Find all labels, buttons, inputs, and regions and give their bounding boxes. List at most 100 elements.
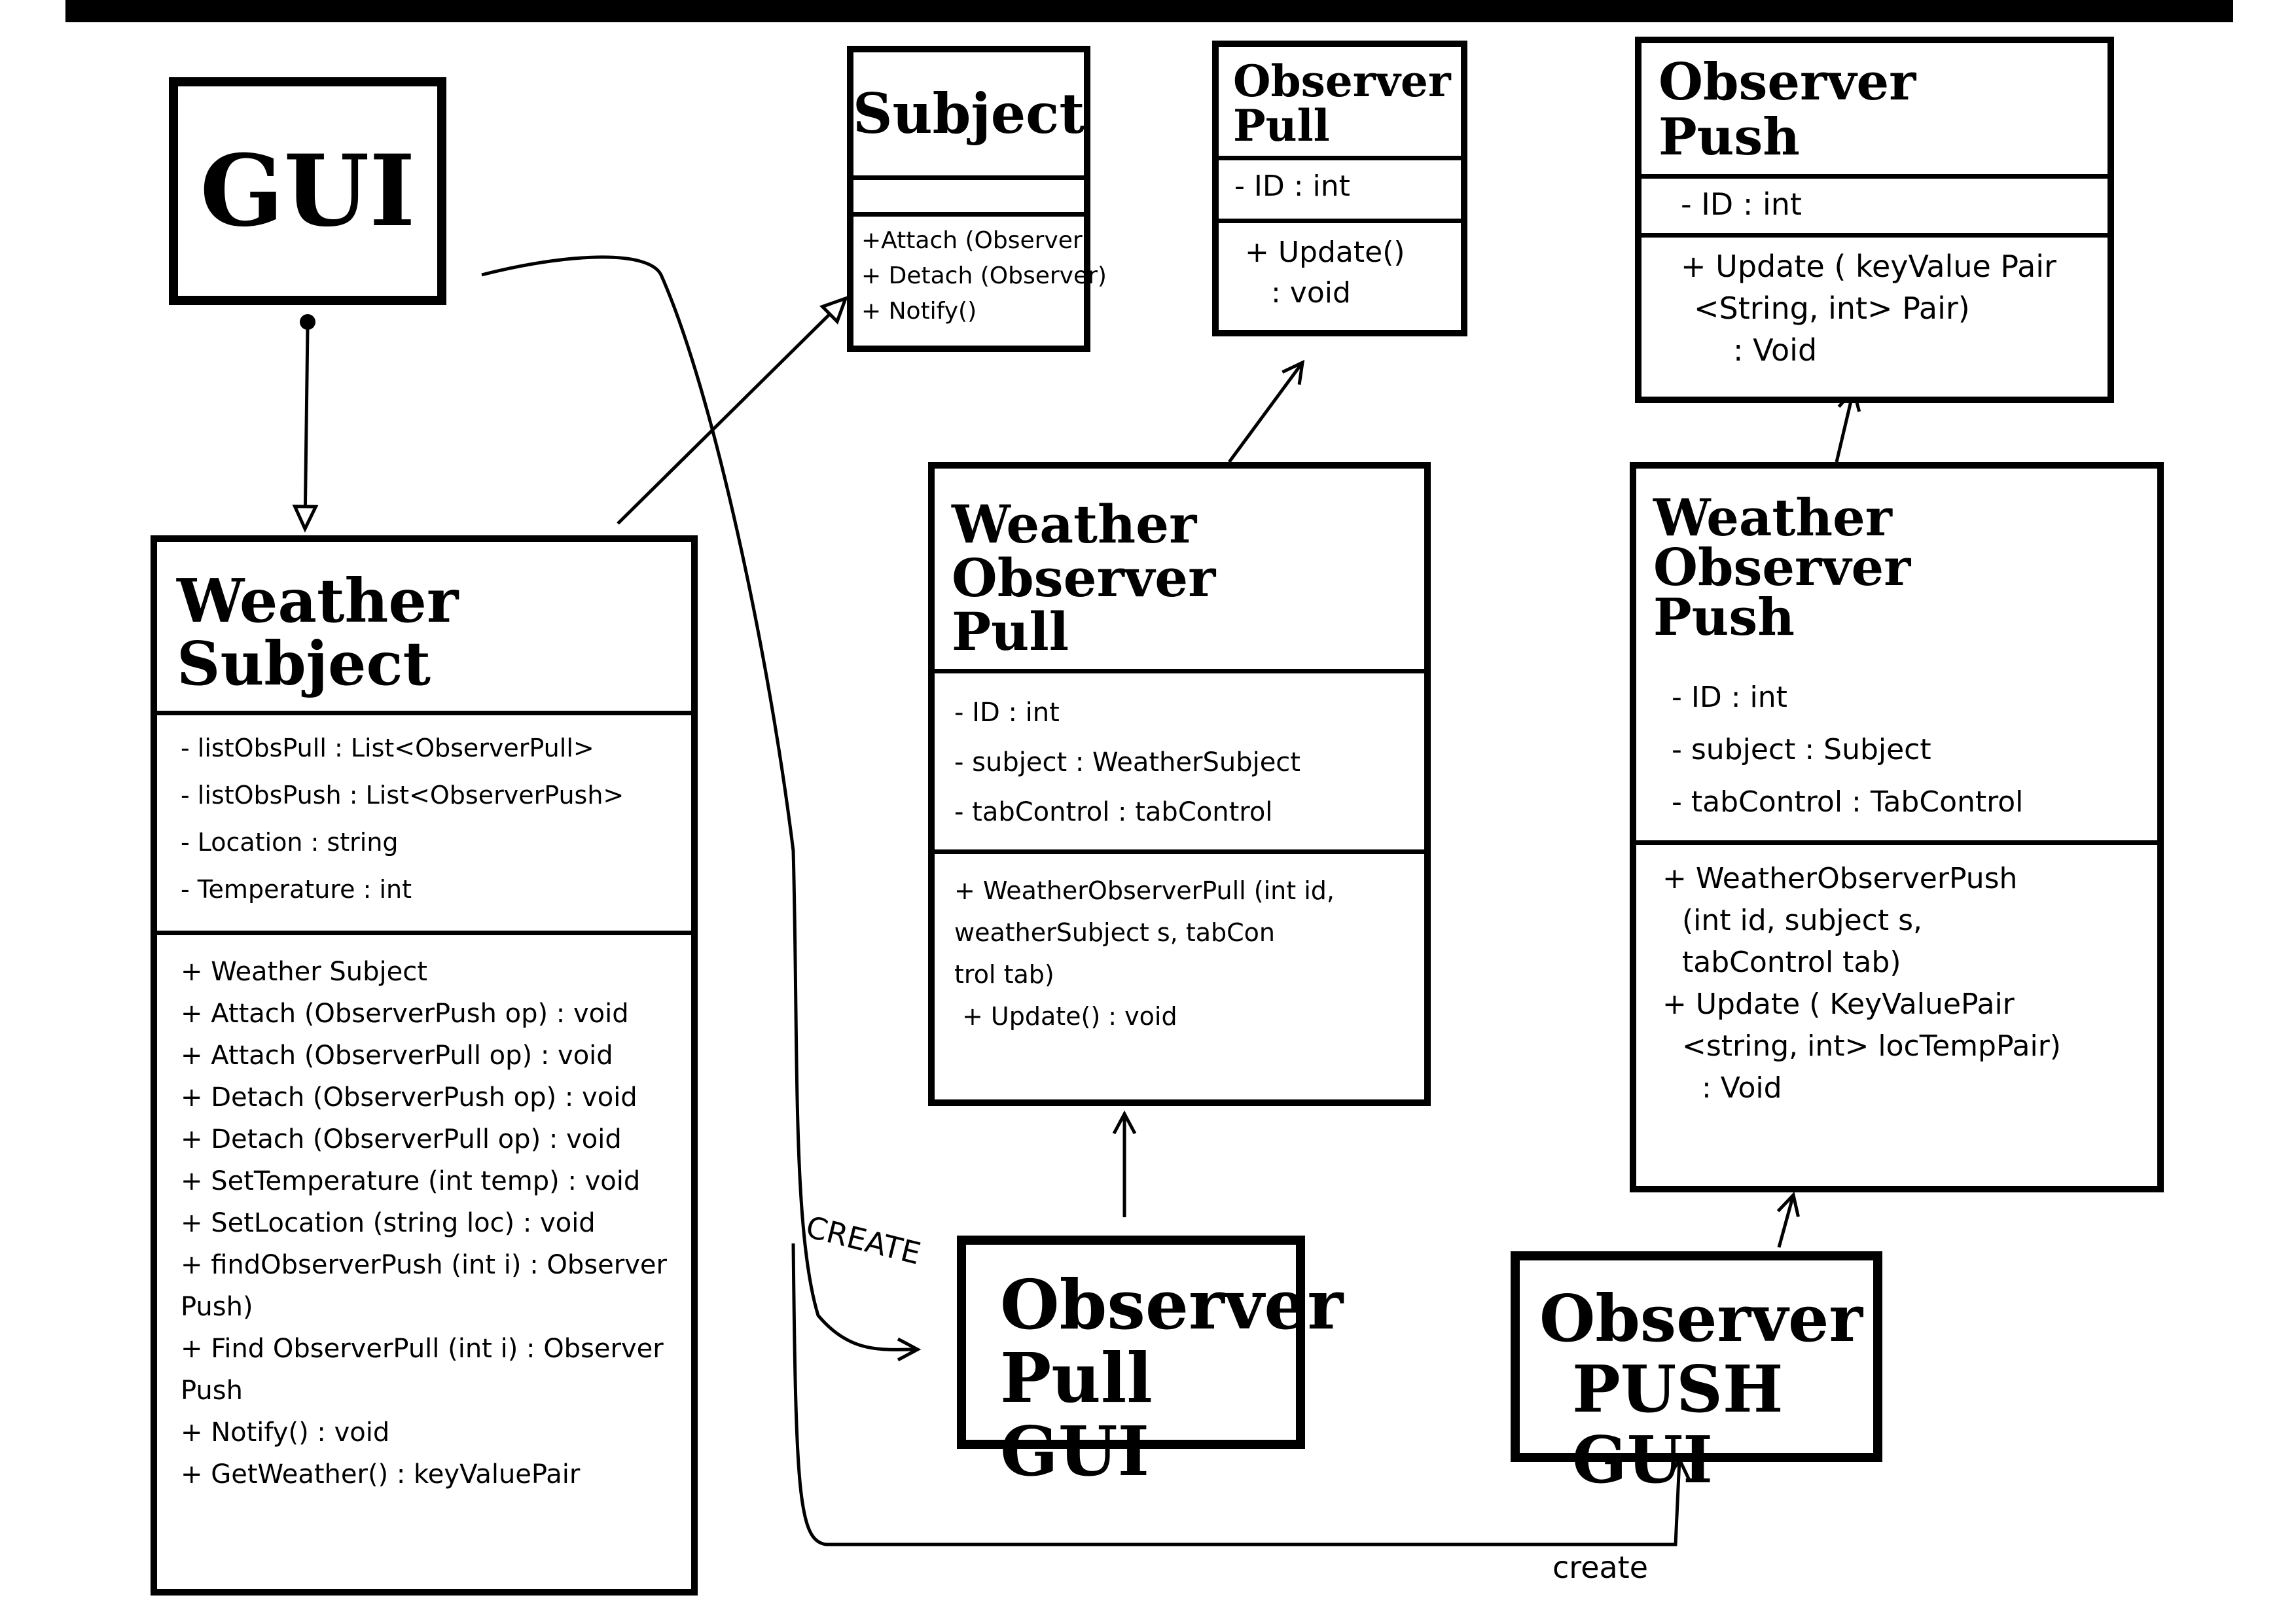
weather-subject-attribute: - listObsPull : List<ObserverPull>	[181, 734, 594, 762]
observer-pull-gui-name-line: Pull GUI	[1000, 1338, 1153, 1491]
observer-pull-operations-section: + Update() : void	[1219, 219, 1461, 323]
weather-subject-operation: + Find ObserverPull (int i) : Observer	[181, 1334, 664, 1364]
weather-observer-pull-name-line: Observer	[952, 547, 1216, 609]
weather-observer-push-operation: tabControl tab)	[1682, 946, 1901, 979]
weather-observer-push-name-line: Push	[1653, 588, 1795, 647]
weather-subject-operation: + Attach (ObserverPush op) : void	[181, 999, 629, 1029]
subject-operations-section: +Attach (Observer) + Detach (Observer) +…	[853, 212, 1107, 336]
observer-push-gui-class-name: Observer PUSH GUI	[1520, 1260, 1873, 1520]
observer-push-gui-name-line: PUSH GUI	[1572, 1352, 1784, 1498]
weather-subject-name-line: Subject	[177, 628, 431, 699]
weather-observer-push-operation: + WeatherObserverPush	[1662, 862, 2018, 895]
observer-push-name-line: Observer	[1659, 52, 1916, 112]
weather-subject-operation: Push)	[181, 1292, 253, 1322]
weather-observer-push-name-line: Weather	[1653, 488, 1892, 548]
gui-class-box: GUI	[169, 77, 446, 305]
weather-observer-pull-class-box: Weather Observer Pull - ID : int - subje…	[928, 462, 1431, 1106]
observer-pull-gui-class-name: Observer Pull GUI	[966, 1245, 1344, 1512]
subject-operation: + Detach (Observer)	[861, 262, 1107, 289]
weather-observer-pull-name-line: Weather	[952, 493, 1197, 555]
subject-class-box: Subject +Attach (Observer) + Detach (Obs…	[847, 46, 1107, 352]
weather-observer-pull-name-line: Pull	[952, 601, 1069, 662]
gui-to-weather-subject-line	[292, 327, 319, 533]
weather-subject-operation: Push	[181, 1376, 243, 1406]
subject-operation: +Attach (Observer)	[861, 227, 1092, 254]
subject-class-name: Subject	[852, 81, 1085, 146]
weather-observer-push-operation: : Void	[1702, 1071, 1782, 1105]
weather-observer-push-operation: (int id, subject s,	[1682, 904, 1923, 937]
weather-observer-push-name-line: Observer	[1653, 538, 1911, 597]
observer-push-attributes-section: - ID : int	[1641, 174, 2108, 233]
weather-observer-pull-to-observer-pull-line	[1227, 359, 1305, 463]
gui-class-name: GUI	[200, 134, 416, 249]
weather-observer-push-attributes-section: - ID : int - subject : Subject - tabCont…	[1636, 665, 2157, 840]
weather-subject-class-name: Weather Subject	[157, 542, 691, 711]
weather-observer-push-attribute: - ID : int	[1672, 681, 1787, 714]
weather-subject-operations-section: + Weather Subject + Attach (ObserverPush…	[157, 931, 691, 1511]
weather-subject-operation: + findObserverPush (int i) : Observer	[181, 1250, 667, 1280]
weather-subject-operation: + SetLocation (string loc) : void	[181, 1208, 596, 1238]
observer-pull-operation: : void	[1271, 276, 1351, 310]
observer-pull-attribute: - ID : int	[1234, 169, 1350, 203]
weather-subject-operation: + SetTemperature (int temp) : void	[181, 1166, 641, 1196]
observer-push-name-line: Push	[1659, 107, 1800, 167]
subject-operation: + Notify()	[861, 298, 977, 325]
weather-observer-pull-operation: trol tab)	[954, 960, 1054, 989]
weather-observer-pull-operation: + WeatherObserverPull (int id,	[954, 876, 1335, 905]
weather-subject-operation: + Detach (ObserverPull op) : void	[181, 1124, 622, 1154]
observer-push-operation: + Update ( keyValue Pair	[1681, 249, 2056, 284]
weather-observer-push-class-box: Weather Observer Push - ID : int - subje…	[1630, 462, 2164, 1192]
subject-attributes-section	[853, 175, 1084, 212]
push-gui-to-weather-observer-push-line	[1776, 1191, 1800, 1248]
weather-subject-name-line: Weather	[177, 565, 459, 636]
create-push-label: create	[1552, 1550, 1649, 1585]
observer-pull-class-box: Observer Pull - ID : int + Update() : vo…	[1212, 41, 1467, 336]
weather-observer-pull-operations-section: + WeatherObserverPull (int id, weatherSu…	[935, 849, 1424, 1053]
observer-push-operation: <String, int> Pair)	[1694, 291, 1970, 326]
observer-push-gui-name-line: Observer	[1539, 1281, 1863, 1357]
weather-subject-attribute: - listObsPush : List<ObserverPush>	[181, 781, 624, 810]
observer-pull-class-name: Observer Pull	[1219, 47, 1461, 156]
weather-observer-push-attribute: - subject : Subject	[1672, 733, 1931, 766]
weather-observer-push-operation: + Update ( KeyValuePair	[1662, 988, 2015, 1021]
weather-observer-pull-attributes-section: - ID : int - subject : WeatherSubject - …	[935, 669, 1424, 849]
observer-push-class-box: Observer Push - ID : int + Update ( keyV…	[1635, 37, 2114, 403]
weather-subject-operation: + Detach (ObserverPush op) : void	[181, 1082, 637, 1113]
weather-observer-pull-operation: weatherSubject s, tabCon	[954, 918, 1275, 947]
observer-push-class-name: Observer Push	[1641, 43, 2108, 174]
observer-push-attribute: - ID : int	[1681, 187, 1802, 222]
weather-subject-operation: + GetWeather() : keyValuePair	[181, 1459, 581, 1489]
observer-push-operation: : Void	[1733, 332, 1818, 368]
weather-observer-push-operation: <string, int> locTempPair)	[1682, 1029, 2061, 1063]
observer-pull-attributes-section: - ID : int	[1219, 156, 1461, 219]
observer-pull-name-line: Pull	[1233, 100, 1330, 151]
weather-subject-operation: + Attach (ObserverPull op) : void	[181, 1041, 613, 1071]
observer-push-gui-class-box: Observer PUSH GUI	[1511, 1251, 1882, 1496]
weather-observer-push-class-name: Weather Observer Push	[1636, 469, 2157, 665]
weather-observer-pull-operation: + Update() : void	[962, 1002, 1177, 1031]
observer-pull-gui-name-line: Observer	[1000, 1264, 1344, 1345]
gui-create-push-gui-line	[791, 1243, 1691, 1546]
weather-subject-class-box: Weather Subject - listObsPull : List<Obs…	[151, 535, 698, 1596]
weather-subject-operation: + Notify() : void	[181, 1418, 390, 1448]
observer-push-operations-section: + Update ( keyValue Pair <String, int> P…	[1641, 233, 2108, 379]
page-top-border	[65, 0, 2233, 22]
weather-observer-push-attribute: - tabControl : TabControl	[1672, 785, 2024, 819]
observer-pull-gui-class-box: Observer Pull GUI	[957, 1236, 1343, 1488]
observer-pull-name-line: Observer	[1233, 56, 1451, 107]
observer-pull-operation: + Update()	[1245, 236, 1405, 269]
weather-subject-to-subject-line	[617, 295, 849, 525]
weather-subject-attribute: - Location : string	[181, 828, 399, 857]
weather-subject-attribute: - Temperature : int	[181, 875, 412, 904]
gui-create-pull-gui-line	[481, 255, 922, 1362]
gui-association-origin-dot	[300, 314, 315, 330]
weather-subject-attributes-section: - listObsPull : List<ObserverPull> - lis…	[157, 711, 691, 931]
weather-observer-pull-class-name: Weather Observer Pull	[935, 469, 1424, 669]
weather-observer-push-operations-section: + WeatherObserverPush (int id, subject s…	[1636, 840, 2157, 1122]
weather-observer-pull-attribute: - subject : WeatherSubject	[954, 747, 1300, 777]
weather-observer-pull-attribute: - ID : int	[954, 698, 1060, 728]
weather-observer-pull-attribute: - tabControl : tabControl	[954, 797, 1273, 827]
weather-subject-operation: + Weather Subject	[181, 957, 427, 987]
